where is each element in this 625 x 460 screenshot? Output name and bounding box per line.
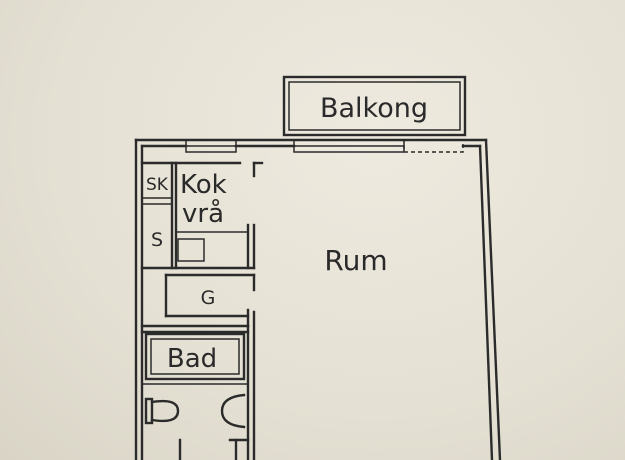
closet-s: S	[151, 229, 163, 251]
balcony-door	[403, 139, 464, 153]
bathroom: Bad	[140, 310, 256, 460]
balcony-outline	[282, 75, 467, 137]
main-room-label: Rum	[324, 244, 387, 277]
kitchen-nook: Kok vrå	[140, 161, 264, 270]
balcony-inner-line	[288, 81, 461, 131]
bathroom-sink	[220, 393, 246, 429]
bathroom-label: Bad	[167, 344, 217, 374]
closet-s-label: S	[151, 229, 163, 251]
balcony-label: Balkong	[320, 93, 428, 124]
balcony: Balkong	[282, 75, 467, 137]
closet-g-label: G	[201, 287, 216, 309]
windows	[185, 139, 464, 153]
closet-sk-label: SK	[146, 175, 169, 195]
right-wall-outer	[484, 138, 502, 460]
bathtub	[144, 332, 246, 381]
right-wall-inner	[478, 144, 494, 460]
kitchen-stove	[177, 238, 205, 262]
closet-g: G	[164, 273, 256, 327]
kitchen-label-line2: vrå	[182, 198, 224, 229]
toilet-tank	[144, 397, 154, 425]
closet-sk: SK	[142, 175, 172, 205]
bathtub-inner	[150, 338, 240, 375]
kitchen-label-line1: Kok	[180, 170, 227, 200]
toilet-bowl	[150, 399, 180, 423]
